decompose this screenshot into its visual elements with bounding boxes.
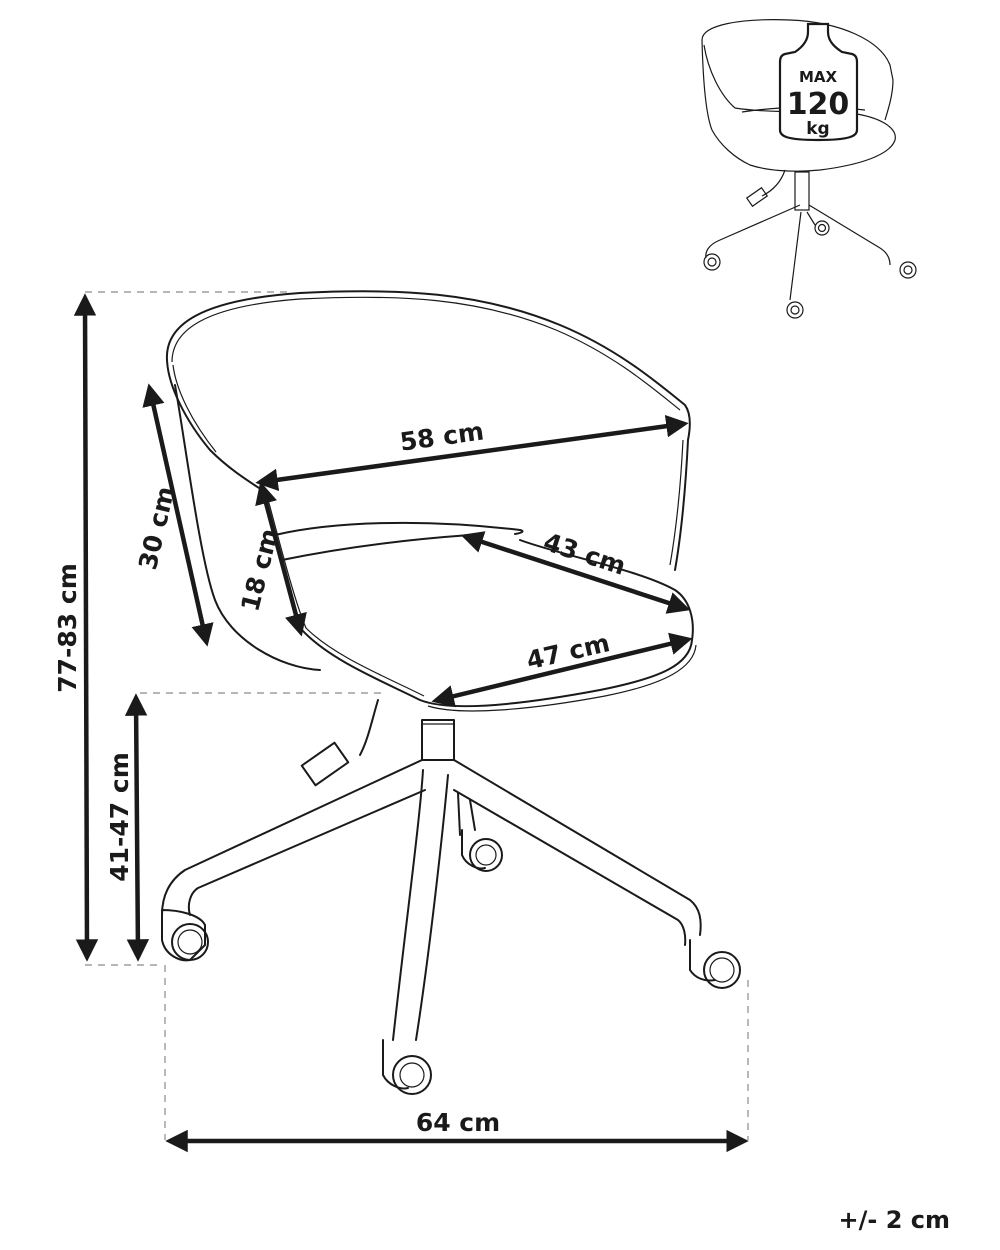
- overall-height-label: 77-83 cm: [53, 563, 82, 693]
- guide-lines: [85, 291, 749, 1140]
- dimension-seat-height: 41-47 cm: [105, 693, 150, 962]
- dimension-total-width: 58 cm: [255, 415, 689, 491]
- badge-max-label: MAX: [799, 68, 838, 86]
- seat-depth-label: 43 cm: [540, 527, 629, 581]
- weight-capacity-badge: MAX 120 kg: [778, 22, 859, 142]
- tolerance-note: +/- 2 cm: [838, 1206, 950, 1234]
- caster-front-right: [689, 939, 741, 989]
- total-width-label: 58 cm: [398, 416, 486, 456]
- dimension-base-width: 64 cm: [165, 1108, 749, 1153]
- caster-front-center: [382, 1039, 432, 1095]
- seat-height-label: 41-47 cm: [105, 752, 134, 882]
- dimension-seat-width: 47 cm: [431, 628, 693, 708]
- weight-icon: [778, 22, 859, 142]
- badge-weight-value: 120: [787, 87, 850, 122]
- base-width-label: 64 cm: [416, 1108, 500, 1137]
- caster-back-center: [461, 829, 503, 872]
- armrest-height-label: 18 cm: [235, 526, 284, 615]
- dimension-seat-depth: 43 cm: [460, 527, 691, 614]
- badge-unit-label: kg: [806, 119, 829, 139]
- dimension-overall-height: 77-83 cm: [53, 293, 99, 962]
- backrest-height-label: 30 cm: [133, 484, 180, 573]
- caster-front-left: [161, 909, 209, 962]
